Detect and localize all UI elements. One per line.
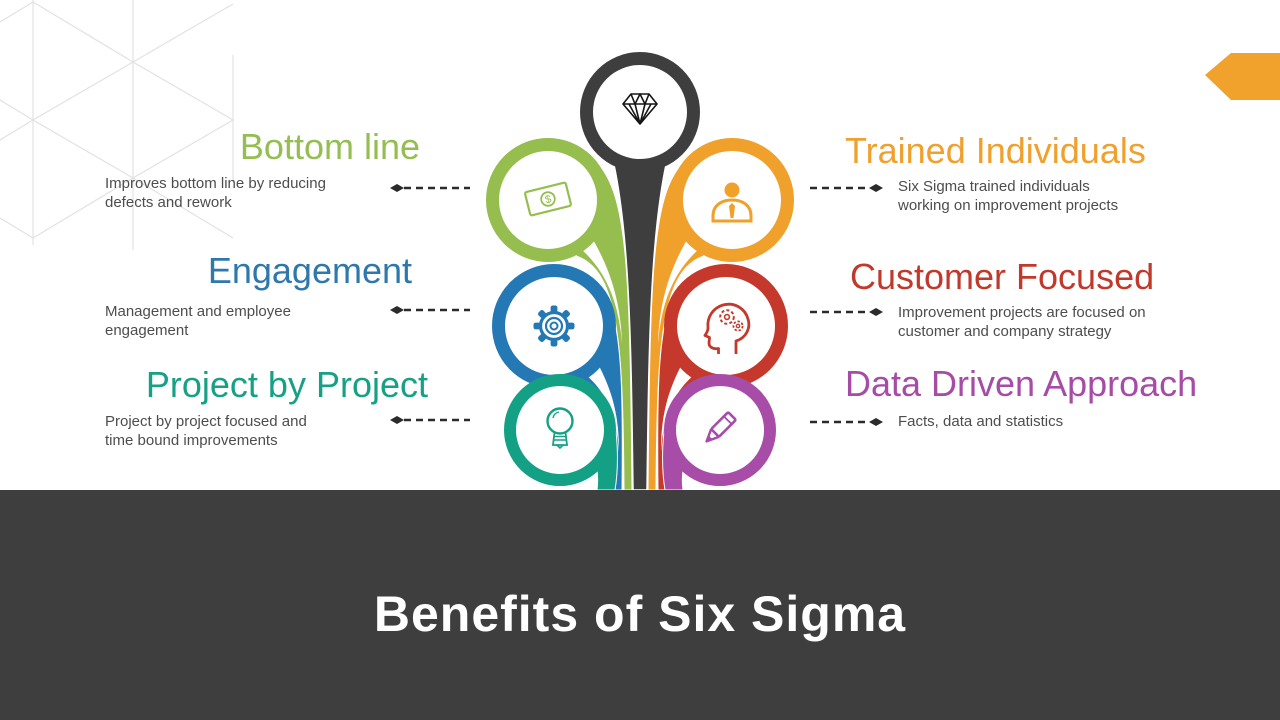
businessman-icon — [711, 182, 753, 223]
benefit-label-project-by-project: Project by Project — [145, 364, 428, 405]
connector-arrows-left — [390, 184, 470, 424]
petal-ring-teal — [504, 374, 616, 486]
lightbulb-icon — [546, 407, 574, 450]
head-with-gears-icon — [703, 302, 751, 354]
gear-icon — [533, 305, 575, 347]
pencil-icon — [705, 411, 737, 443]
connector-arrows-right — [810, 184, 883, 426]
benefit-desc-engagement: Management and employee engagement — [105, 303, 291, 340]
corner-arrow-decoration — [1205, 53, 1280, 100]
benefit-desc-project-by-project: Project by project focused and time boun… — [105, 413, 307, 450]
petal-ring-red — [664, 264, 788, 388]
money-banknote-icon: $ — [524, 181, 572, 217]
footer-band — [0, 490, 1280, 720]
benefit-desc-data-driven-approach: Facts, data and statistics — [898, 413, 1064, 430]
benefit-label-data-driven-approach: Data Driven Approach — [845, 363, 1198, 404]
svg-text:$: $ — [544, 193, 553, 206]
page-title: Benefits of Six Sigma — [373, 586, 907, 642]
benefit-desc-bottom-line: Improves bottom line by reducing defects… — [105, 175, 326, 212]
benefit-label-bottom-line: Bottom line — [239, 126, 420, 167]
benefit-desc-trained-individuals: Six Sigma trained individuals working on… — [898, 178, 1119, 215]
benefit-label-customer-focused: Customer Focused — [850, 256, 1155, 297]
diamond-icon — [622, 93, 658, 125]
petal-ring-purple — [664, 374, 776, 486]
center-pin-hole — [593, 65, 687, 159]
benefit-label-trained-individuals: Trained Individuals — [845, 130, 1146, 171]
benefit-label-engagement: Engagement — [207, 250, 412, 291]
center-stem — [602, 127, 678, 490]
benefit-desc-customer-focused: Improvement projects are focused on cust… — [898, 304, 1146, 341]
six-sigma-petal-tree: $ — [486, 52, 794, 490]
triangle-mesh-top-left — [0, 0, 235, 250]
